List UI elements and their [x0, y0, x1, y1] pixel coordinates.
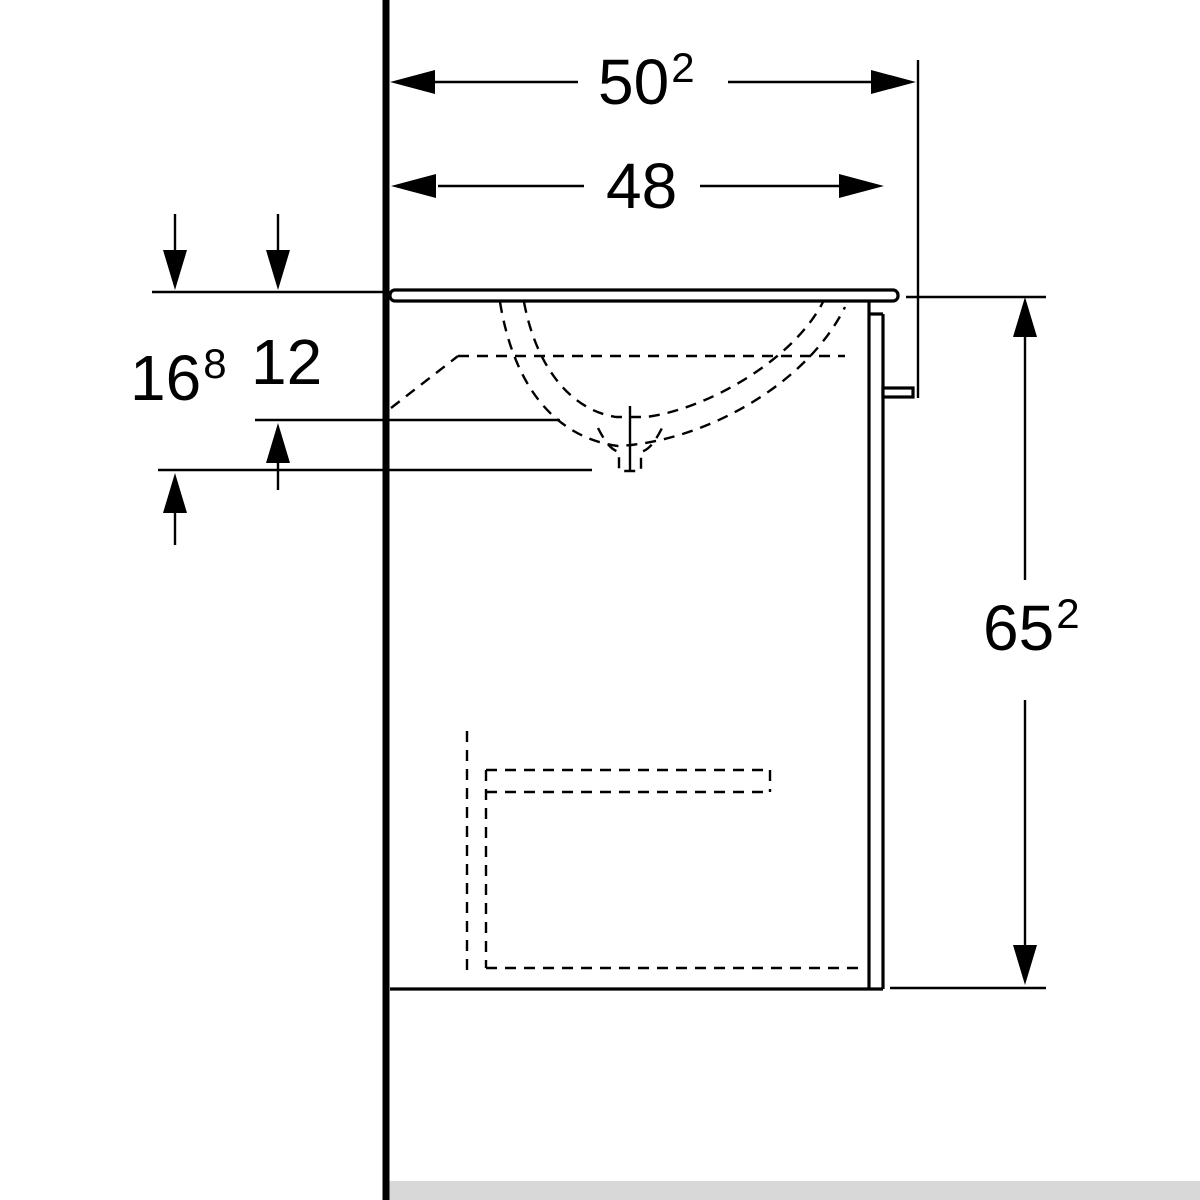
arrow-down-icon	[266, 250, 290, 290]
arrow-up-icon	[163, 473, 187, 513]
basin-front-hidden-edge	[390, 355, 459, 409]
washbasin-top-slab	[388, 288, 900, 303]
arrow-right-icon	[871, 70, 916, 94]
dim-label-rim-to-trap: 168	[130, 340, 227, 414]
dimension-overall-height: 652	[983, 297, 1080, 985]
dimension-rim-to-bowl: 12	[251, 214, 322, 490]
arrow-up-icon	[1013, 297, 1037, 337]
dimension-cabinet-depth: 48	[391, 150, 884, 222]
door-handle	[881, 386, 915, 399]
basin-outer-bowl-curve	[498, 301, 847, 448]
arrow-right-icon	[839, 174, 884, 198]
basin-inner-bowl-curve	[522, 301, 825, 419]
dim-label-cabinet-depth: 48	[606, 150, 677, 222]
dimension-overall-depth: 502	[390, 44, 916, 118]
arrow-up-icon	[266, 423, 290, 463]
arrow-down-icon	[163, 250, 187, 290]
arrow-left-icon	[391, 174, 436, 198]
dim-label-rim-to-bowl: 12	[251, 326, 322, 398]
cabinet-hidden-lines	[465, 731, 860, 974]
washbasin-hidden-profile	[390, 301, 847, 473]
arrow-left-icon	[390, 70, 435, 94]
dimension-rim-to-trap: 168	[130, 214, 227, 545]
cabinet-front-panel-line	[869, 312, 885, 989]
drain-funnel	[596, 427, 664, 473]
dim-label-overall-depth: 502	[598, 44, 695, 118]
dim-label-overall-height: 652	[983, 590, 1080, 664]
floor-strip	[389, 1181, 1200, 1200]
arrow-down-icon	[1013, 945, 1037, 985]
